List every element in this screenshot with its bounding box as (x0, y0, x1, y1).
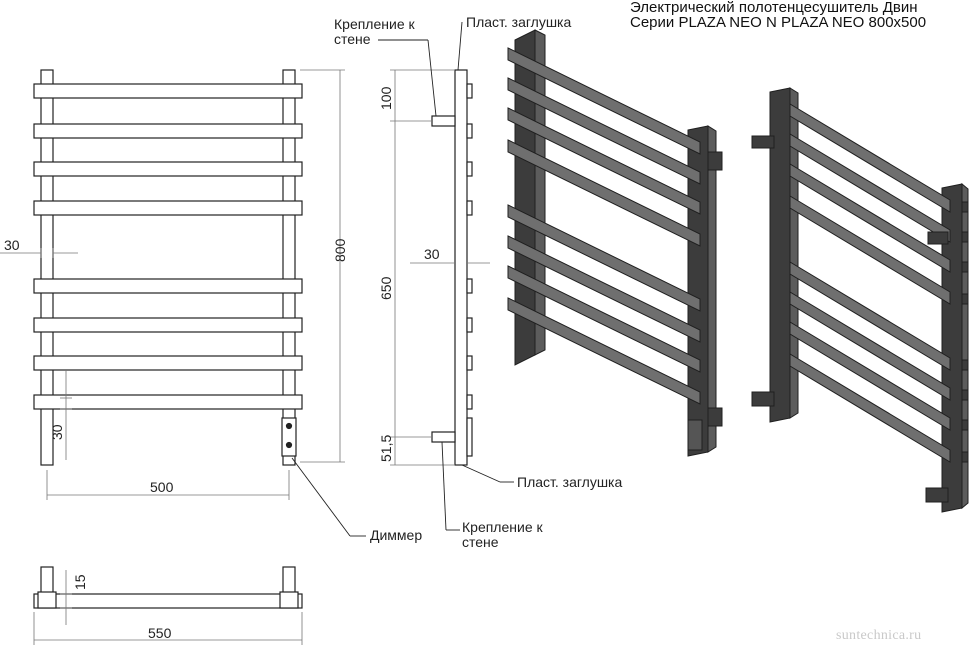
top-right-cap (279, 591, 299, 609)
iso2-cap-3 (961, 261, 969, 273)
side-dimensions (390, 69, 490, 466)
watermark: suntechnica.ru (836, 628, 922, 643)
dimmer-dot-1 (285, 422, 293, 430)
label-dimmer: Диммер (370, 527, 422, 543)
side-wall-mount-bottom (431, 431, 456, 443)
side-stub-1 (466, 83, 473, 99)
top-rail (33, 593, 303, 609)
iso1-left-upright-side (534, 29, 546, 356)
iso-view-back (751, 87, 969, 513)
side-stub-2 (466, 123, 473, 139)
iso1-rail-7 (507, 265, 701, 373)
dim-front-bottom-gap: 30 (49, 424, 65, 440)
iso2-cap-5 (961, 359, 969, 371)
dimmer-box (281, 417, 297, 457)
iso2-rail-2 (789, 133, 951, 243)
drawing-title: Электрический полотенцесушитель Двин Сер… (630, 0, 926, 30)
side-stub-5 (466, 278, 473, 294)
iso2-cap-4 (961, 293, 969, 305)
iso1-rail-6 (507, 235, 701, 343)
label-wall-mount-top-line2: стене (334, 31, 371, 47)
rail-1 (33, 83, 303, 99)
iso2-rail-4 (789, 195, 951, 305)
iso2-cap-7 (961, 419, 969, 431)
rail-2 (33, 123, 303, 139)
iso2-cap-8 (961, 451, 969, 463)
iso1-rail-8 (507, 297, 701, 405)
top-left-mount (40, 566, 54, 595)
dimmer-leader (291, 457, 366, 537)
side-stub-6 (466, 317, 473, 333)
title-line-1: Электрический полотенцесушитель Двин (630, 0, 918, 16)
iso2-mount-bottom-left (751, 391, 775, 407)
side-stub-7 (466, 355, 473, 371)
side-stub-8 (466, 394, 473, 410)
iso2-mount-top-left (751, 135, 775, 149)
side-stub-4 (466, 200, 473, 216)
side-upright (454, 69, 468, 466)
top-right-mount (282, 566, 296, 595)
iso2-mount-top-right (927, 231, 949, 245)
iso1-rails (507, 47, 701, 405)
side-view (431, 69, 473, 466)
front-view (33, 69, 303, 466)
iso1-rail-5 (507, 204, 701, 312)
dim-top-width: 550 (148, 625, 172, 641)
iso1-right-upright-side (707, 125, 717, 453)
dim-front-side-gap: 30 (4, 237, 20, 253)
top-view (33, 566, 303, 609)
label-plastic-cap-top: Пласт. заглушка (466, 14, 571, 30)
dimmer-dot-2 (285, 441, 293, 449)
iso1-mount-bottom (707, 407, 723, 427)
dim-side-offset: 30 (424, 246, 440, 262)
top-left-cap (37, 591, 57, 609)
dim-side-top: 100 (378, 86, 394, 110)
iso2-rail-6 (789, 291, 951, 401)
iso2-rail-5 (789, 261, 951, 371)
label-wall-mount-bottom-line2: стене (462, 534, 499, 550)
dim-side-bottom: 51,5 (378, 435, 394, 462)
front-dimensions (0, 69, 345, 500)
iso2-rail-7 (789, 321, 951, 431)
label-wall-mount-top: Крепление к стене (334, 16, 419, 47)
rail-6 (33, 317, 303, 333)
dim-side-middle: 650 (378, 276, 394, 300)
rail-7 (33, 355, 303, 371)
label-wall-mount-top-line1: Крепление к (334, 16, 415, 32)
title-line-2: Серии PLAZA NEO N PLAZA NEO 800x500 (630, 14, 927, 31)
side-dimmer (466, 417, 473, 457)
dim-top-depth: 15 (72, 574, 88, 590)
iso1-rail-3 (507, 107, 701, 215)
iso2-rail-1 (789, 103, 951, 213)
rail-5 (33, 278, 303, 294)
iso-view-front (507, 29, 723, 457)
iso2-caps (961, 201, 969, 463)
side-wall-mount-top (431, 115, 456, 127)
iso2-cap-1 (961, 201, 969, 213)
label-wall-mount-bottom: Крепление к стене (462, 519, 547, 550)
iso1-rail-1 (507, 47, 701, 155)
label-wall-mount-bottom-line1: Крепление к (462, 519, 543, 535)
rail-3 (33, 161, 303, 177)
iso1-dimmer (687, 419, 703, 451)
iso2-rails (789, 103, 951, 463)
iso2-mount-bottom-right (925, 487, 949, 503)
label-plastic-cap-bottom: Пласт. заглушка (517, 474, 622, 490)
side-stub-3 (466, 161, 473, 177)
top-dimensions (33, 570, 303, 645)
iso2-rail-8 (789, 353, 951, 463)
rail-8 (33, 394, 303, 410)
iso2-cap-6 (961, 389, 969, 401)
iso1-rail-4 (507, 139, 701, 247)
iso1-rail-2 (507, 77, 701, 185)
dim-front-height: 800 (332, 238, 348, 262)
rail-4 (33, 200, 303, 216)
iso2-cap-2 (961, 231, 969, 243)
iso1-mount-top (707, 151, 723, 171)
side-leaders (378, 21, 514, 531)
dim-front-width: 500 (150, 479, 174, 495)
iso2-rail-3 (789, 163, 951, 273)
